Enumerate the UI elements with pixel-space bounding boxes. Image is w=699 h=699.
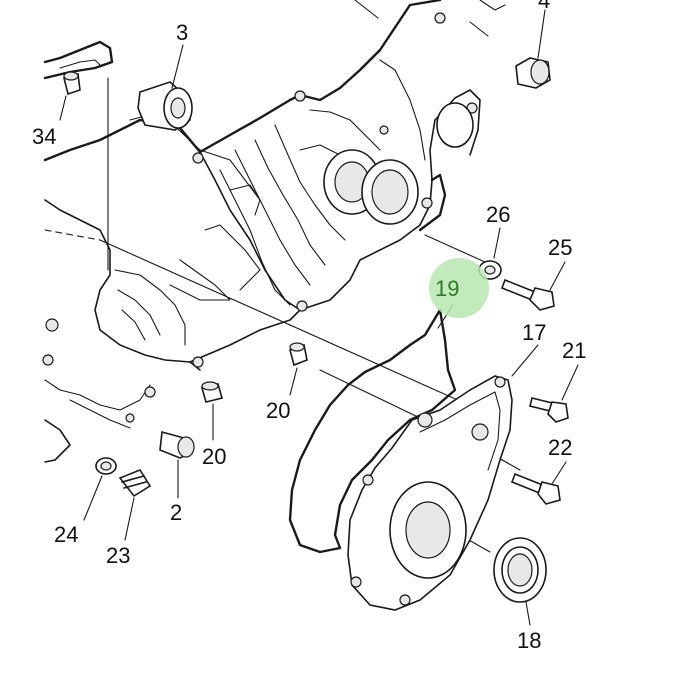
label-part-26: 26: [486, 202, 510, 227]
part-24-washer: [83, 457, 117, 521]
highlight-marker: [429, 258, 489, 318]
label-part-25: 25: [548, 235, 572, 260]
label-part-23: 23: [106, 543, 130, 568]
part-23-bolt: [118, 469, 152, 541]
label-part-3: 3: [176, 20, 188, 45]
part-20-dowel-a: [289, 342, 308, 396]
part-2-tube: [159, 430, 195, 499]
label-part-22: 22: [548, 435, 572, 460]
part-3-bushing: [137, 44, 193, 131]
label-part-34: 34: [32, 124, 56, 149]
part-4-sleeve: [479, 0, 551, 89]
label-part-21: 21: [562, 338, 586, 363]
label-part-2: 2: [170, 500, 182, 525]
part-34-dowel: [59, 71, 81, 121]
label-part-18: 18: [517, 628, 541, 653]
crankcase-body: [42, 0, 481, 463]
part-20-dowel-b: [201, 381, 223, 441]
part-25-bolt: [500, 261, 566, 311]
part-17-cover: [347, 344, 539, 611]
label-part-4: 4: [538, 0, 550, 13]
crankcase-bearings: [323, 102, 474, 225]
part-21-bolt: [529, 364, 579, 423]
label-part-24: 24: [54, 522, 78, 547]
label-part-20-a: 20: [266, 398, 290, 423]
label-part-20-b: 20: [202, 444, 226, 469]
part-22-bolt: [510, 461, 567, 505]
label-part-19: 19: [435, 276, 459, 301]
part-18-oil-seal: [493, 537, 547, 626]
label-part-17: 17: [522, 320, 546, 345]
